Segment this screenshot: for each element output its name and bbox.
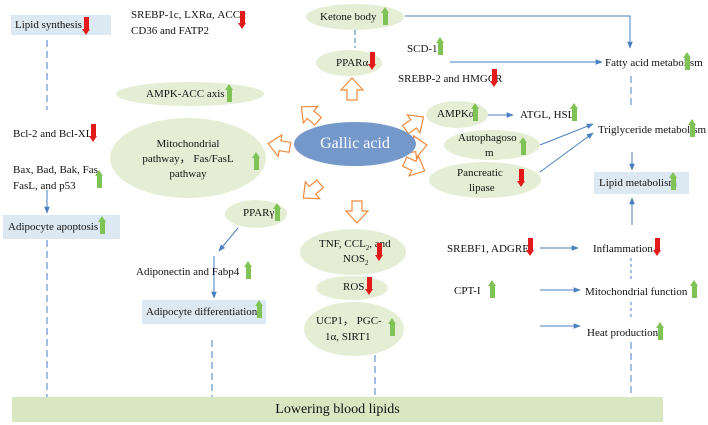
cpt1-up-icon — [488, 280, 496, 298]
scd1-label: SCD-1 — [407, 43, 438, 55]
autophagosome-label-line1: Autophagoso — [458, 132, 517, 144]
inflammation-down-icon — [653, 238, 661, 256]
bax-label-line1: Bax, Bad, Bak, Fas, — [13, 164, 101, 176]
lipid-metabolism-label: Lipid metabolism — [599, 177, 677, 189]
lowering-blood-lipids-bar: Lowering blood lipids — [12, 397, 663, 422]
mitochondrial-label-line2: pathway， Fas/FasL — [142, 153, 234, 165]
ros-ellipse — [316, 276, 388, 300]
srebf1-down-icon — [526, 238, 534, 256]
ketone-body-label: Ketone body — [320, 11, 377, 23]
gallic-acid-hub: Gallic acid — [294, 122, 416, 166]
ketone-body-up-icon — [381, 7, 389, 25]
tnf-ellipse — [300, 229, 406, 275]
mitochondrial-function-up-icon — [690, 280, 698, 298]
ucp-label-line1: UCP1， PGC- — [316, 315, 382, 327]
atgl-label: ATGL, HSL — [520, 109, 575, 121]
tnf-label-line2: NOS2 — [343, 253, 369, 268]
tnf-down-icon — [375, 243, 383, 261]
fatty-acid-label: Fatty acid metabolism — [605, 57, 703, 69]
pancreatic-label-line2: lipase — [469, 182, 495, 194]
adiponectin-up-icon — [244, 261, 252, 279]
bcl-label: Bcl-2 and Bcl-XL — [13, 128, 93, 140]
mitochondrial-up-icon — [252, 152, 260, 170]
nos-sub: 2 — [365, 259, 369, 268]
heat-production-up-icon — [656, 322, 664, 340]
gallic-acid-label: Gallic acid — [320, 135, 390, 152]
adipocyte-differentiation-label: Adipocyte differentiation — [146, 306, 258, 318]
ampka-label: AMPKα — [437, 108, 475, 120]
ampk-acc-ellipse — [116, 82, 264, 106]
srebp2-label: SREBP-2 and HMGCR — [398, 73, 503, 85]
cpt1-label: CPT-I — [454, 285, 481, 297]
mitochondrial-function-label: Mitochondrial function — [585, 286, 688, 298]
mitochondrial-label-line3: pathway — [169, 168, 207, 180]
triglyceride-up-icon — [688, 119, 696, 137]
ppara-label: PPARα — [336, 57, 369, 69]
bcl-down-icon — [89, 124, 97, 142]
ucp-ellipse — [304, 302, 404, 356]
srebf1-label: SREBF1, ADGRE — [447, 243, 529, 255]
ppara-down-icon — [368, 52, 376, 70]
ampka-up-icon — [471, 103, 479, 121]
mitochondrial-ellipse — [110, 118, 266, 198]
lipid-metabolism-box — [594, 172, 689, 194]
atgl-up-icon — [570, 103, 578, 121]
triglyceride-label: Triglyceride metabolism — [598, 124, 707, 136]
lowering-blood-lipids-label: Lowering blood lipids — [275, 401, 400, 417]
mitochondrial-label-line1: Mitochondrial — [156, 138, 220, 150]
ucp-up-icon — [388, 318, 396, 336]
adipocyte-apoptosis-label: Adipocyte apoptosis — [8, 221, 99, 233]
lipid-metabolism-up-icon — [669, 172, 677, 190]
ampk-acc-label: AMPK-ACC axis — [146, 88, 225, 100]
fatty-acid-up-icon — [683, 52, 691, 70]
ucp-label-line2: 1α, SIRT1 — [325, 331, 371, 343]
tnf-text: TNF, CCL — [319, 238, 366, 250]
bax-up-icon — [95, 170, 103, 188]
bax-label-line2: FasL, and p53 — [13, 180, 76, 192]
srebp2-down-icon — [490, 69, 498, 87]
ros-down-icon — [365, 277, 373, 295]
scd1-up-icon — [436, 37, 444, 55]
srebp-down-icon — [238, 11, 246, 29]
pparg-up-icon — [273, 203, 281, 221]
pancreatic-label-line1: Pancreatic — [457, 167, 503, 179]
autophagosome-up-icon — [519, 137, 527, 155]
heat-production-label: Heat production — [587, 327, 659, 339]
adipocyte-apoptosis-up-icon — [98, 216, 106, 234]
srebp-label-line1: SREBP-1c, LXRα, ACCα — [131, 9, 246, 21]
pancreatic-down-icon — [517, 169, 525, 187]
nos-text: NOS — [343, 253, 366, 265]
pparg-label: PPARγ — [243, 207, 275, 219]
lipid-synthesis-label: Lipid synthesis — [15, 19, 82, 31]
inflammation-label: Inflammation — [593, 243, 653, 255]
ros-label: ROS — [343, 281, 365, 293]
adipocyte-differentiation-up-icon — [255, 300, 263, 318]
adiponectin-label: Adiponectin and Fabp4 — [136, 266, 240, 278]
tnf-sub1: 2 — [365, 244, 370, 253]
srebp-label-line2: CD36 and FATP2 — [131, 25, 210, 37]
lipid-synthesis-down-icon — [82, 17, 90, 35]
autophagosome-label-line2: m — [485, 147, 494, 159]
ampk-acc-up-icon — [225, 84, 233, 102]
adipocyte-differentiation-box — [142, 300, 266, 324]
